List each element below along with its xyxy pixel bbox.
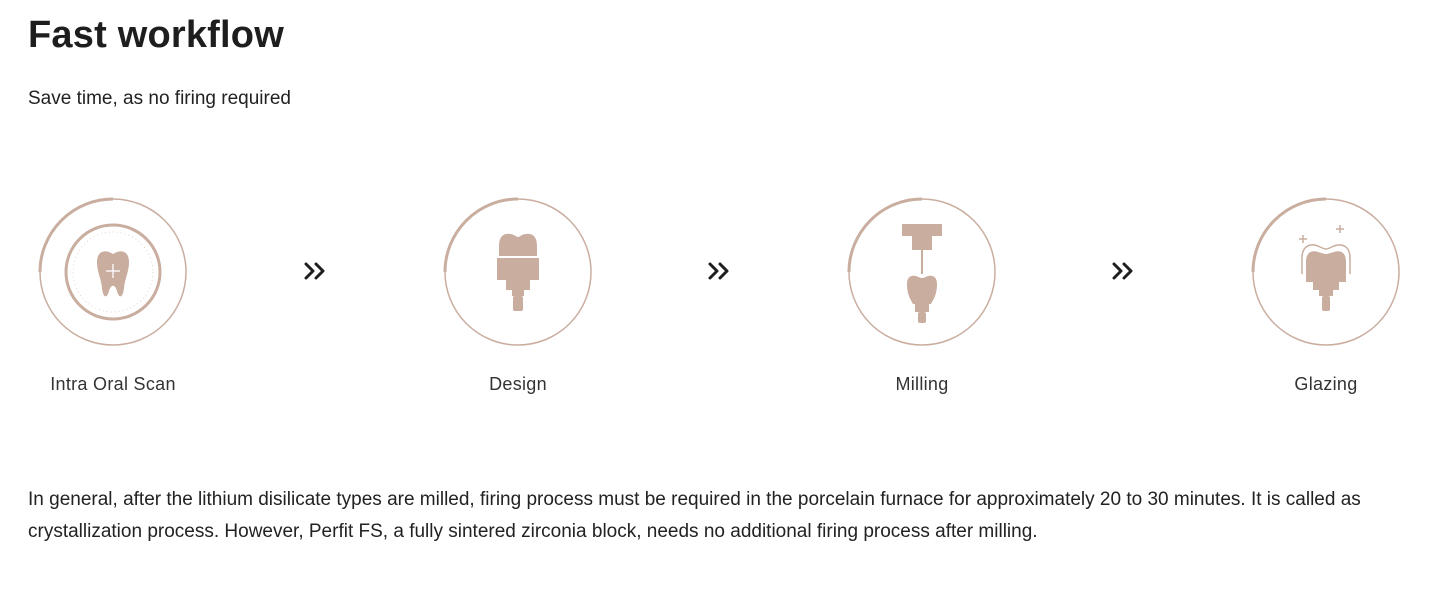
milling-icon bbox=[847, 197, 996, 346]
workflow-step-glazing: Glazing bbox=[1216, 196, 1434, 395]
page-subtitle: Save time, as no firing required bbox=[28, 88, 291, 109]
page-title: Fast workflow bbox=[28, 14, 284, 56]
double-chevron-right-icon bbox=[304, 262, 325, 280]
workflow-step-milling: Milling bbox=[812, 196, 1032, 395]
workflow-steps: Intra Oral Scan Design bbox=[0, 196, 1434, 406]
double-chevron-right-icon bbox=[1112, 262, 1133, 280]
workflow-description: In general, after the lithium disilicate… bbox=[28, 489, 1361, 542]
step-label: Intra Oral Scan bbox=[50, 374, 176, 394]
tooth-scan-icon bbox=[38, 197, 187, 346]
workflow-step-intra-oral-scan: Intra Oral Scan bbox=[3, 196, 223, 395]
glazing-icon bbox=[1251, 197, 1400, 346]
step-label: Glazing bbox=[1294, 374, 1358, 394]
double-chevron-right-icon bbox=[708, 262, 729, 280]
step-label: Design bbox=[489, 374, 547, 394]
crown-design-icon bbox=[443, 197, 592, 346]
step-label: Milling bbox=[895, 374, 949, 394]
workflow-step-design: Design bbox=[408, 196, 628, 395]
